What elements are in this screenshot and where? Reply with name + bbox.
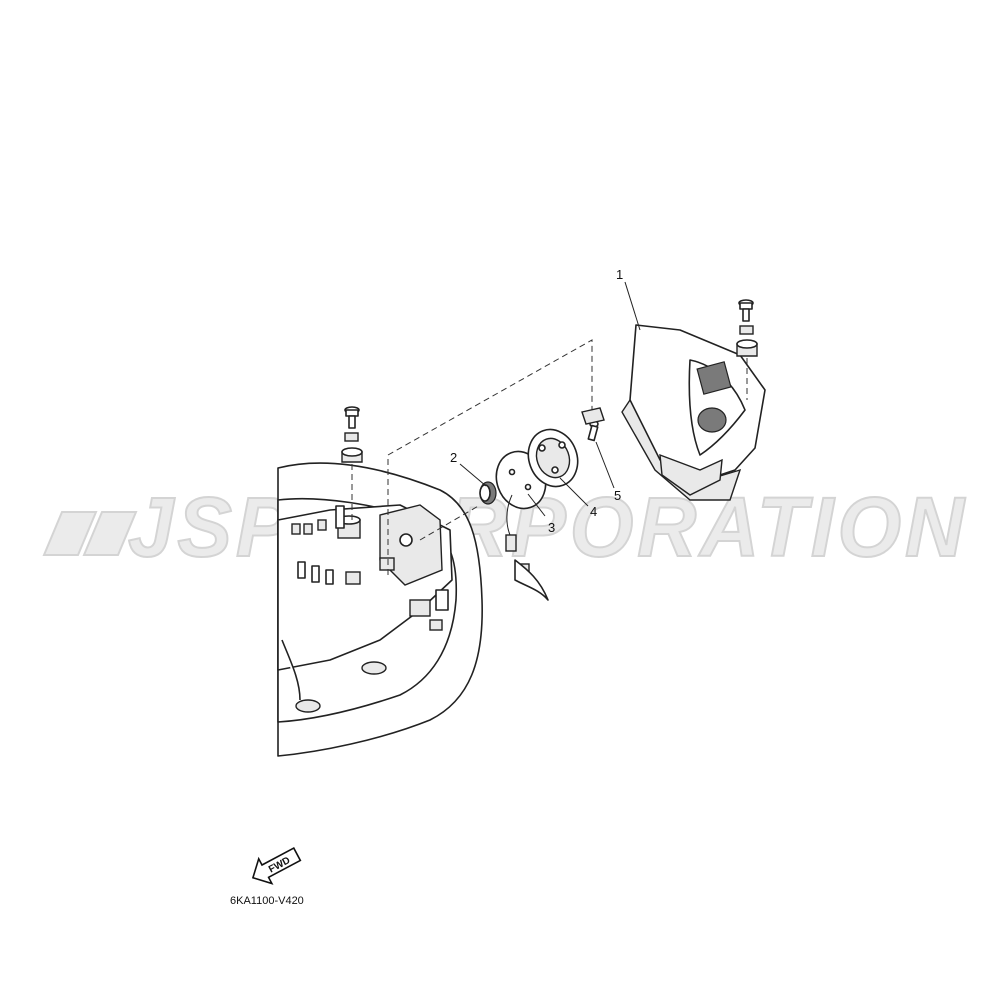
leader-4 xyxy=(559,477,589,507)
part-1-cover xyxy=(621,324,766,501)
assembly-axis xyxy=(419,504,481,541)
leader-5 xyxy=(595,441,615,489)
watermark-text: JSP CORPORATION xyxy=(128,480,968,574)
clip xyxy=(581,407,605,425)
assembly-guide-line xyxy=(387,339,593,575)
cowling-bolt-right xyxy=(736,299,758,357)
watermark: JSP CORPORATION xyxy=(42,479,968,575)
part-5-screw xyxy=(587,420,599,442)
callout-3: 3 xyxy=(548,520,555,535)
diagram-code: 6KA1100-V420 xyxy=(230,895,304,907)
callout-5: 5 xyxy=(614,488,621,503)
callout-2: 2 xyxy=(450,450,457,465)
fwd-arrow-icon: FWD xyxy=(251,847,302,885)
fwd-label: FWD xyxy=(267,855,292,875)
leader-1 xyxy=(624,281,641,331)
leader-2 xyxy=(459,463,487,487)
leader-3 xyxy=(527,493,546,517)
part-4-holder xyxy=(527,428,579,488)
callout-4: 4 xyxy=(590,504,597,519)
part-2-grommet xyxy=(479,481,497,505)
cowling-bolt-left xyxy=(341,406,363,463)
bottom-cowling xyxy=(277,462,483,757)
callout-1: 1 xyxy=(616,267,623,282)
